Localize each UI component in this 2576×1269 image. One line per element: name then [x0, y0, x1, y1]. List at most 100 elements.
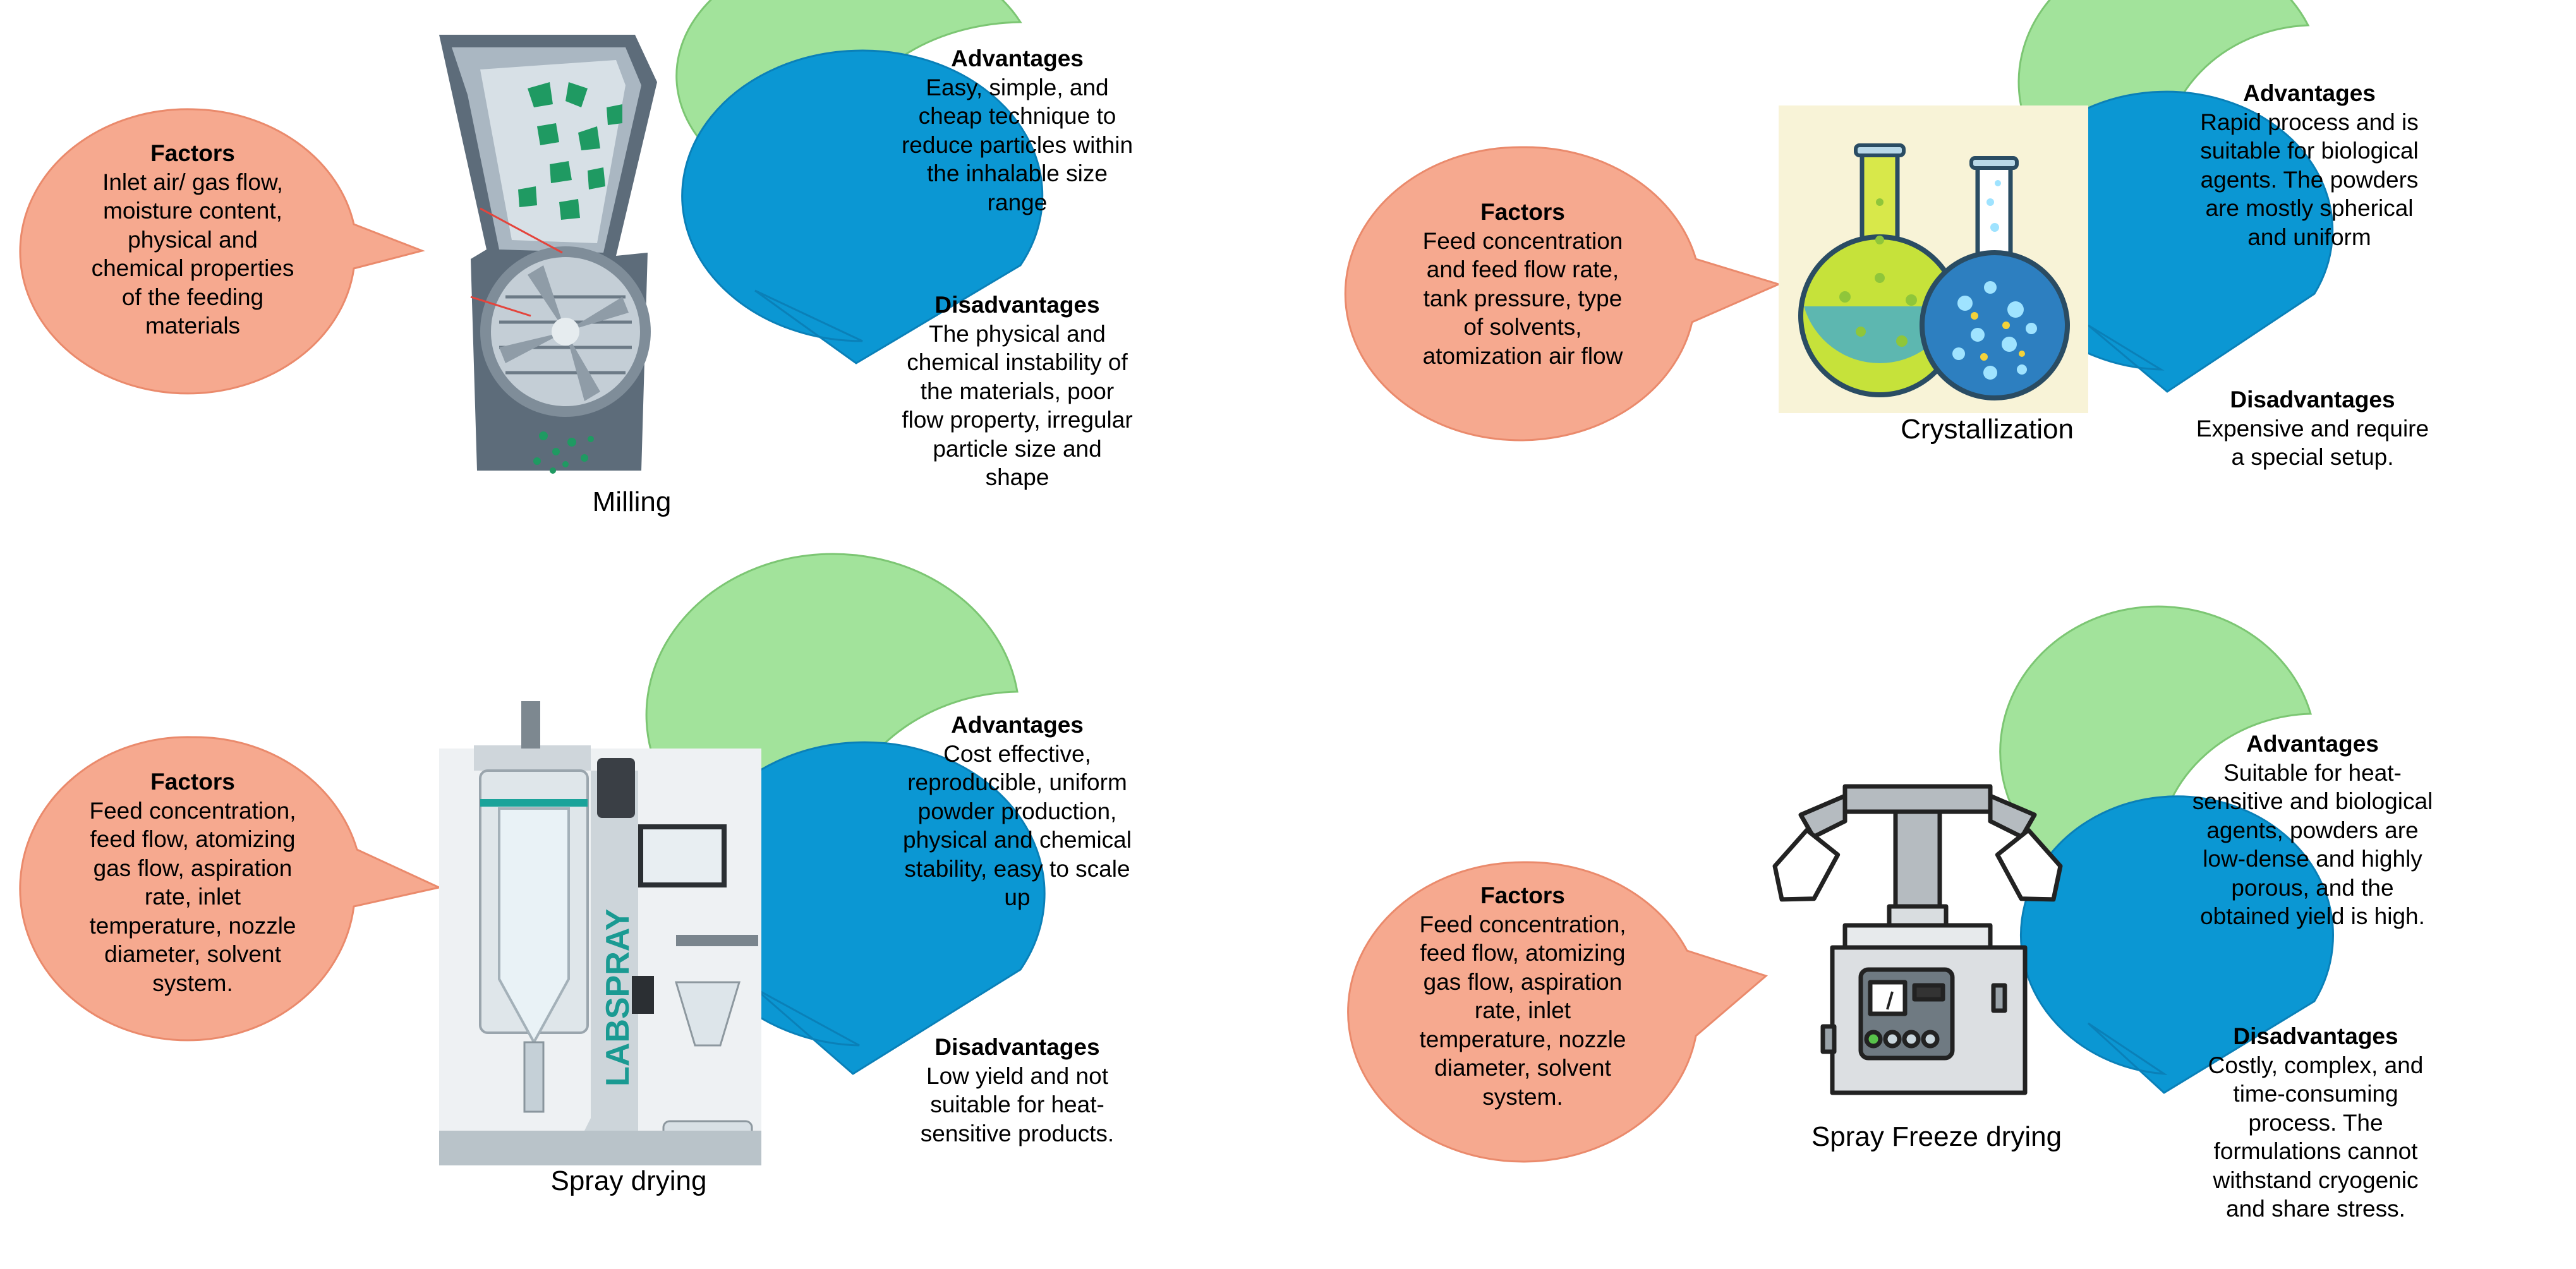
bubble-text-line: withstand cryogenic — [2213, 1167, 2419, 1193]
bubble-text-line: system. — [152, 970, 233, 996]
spray-drying-panel: LABSPRAY — [19, 553, 1046, 1165]
spray-freeze-drying-factors-text: Factors Feed concentration,feed flow, at… — [1358, 881, 1687, 1111]
bubble-text-line: tank pressure, type — [1423, 285, 1623, 311]
bubble-text-line: diameter, solvent — [1434, 1055, 1611, 1081]
bubble-text-line: shape — [985, 464, 1049, 490]
bubble-text-line: Cost effective, — [943, 740, 1091, 767]
freeze-dryer-icon — [1772, 784, 2063, 1095]
milling-caption: Milling — [592, 486, 672, 517]
milling-disadvantages-title: Disadvantages — [934, 292, 1100, 318]
milling-disadvantages-bubble — [681, 49, 1044, 364]
crystallization-panel — [1344, 0, 2334, 442]
bubble-text-line: Feed concentration, — [89, 797, 296, 824]
bubble-text-line: temperature, nozzle — [89, 912, 296, 939]
bubble-text-line: agents, powders are — [2206, 817, 2419, 843]
bubble-text-line: rate, inlet — [144, 884, 241, 910]
bubble-text-line: Inlet air/ gas flow, — [102, 169, 283, 195]
bubble-text-line: are mostly spherical — [2205, 195, 2414, 221]
bubble-text-line: the inhalable size — [927, 160, 1108, 186]
spray-drying-factors-body: Feed concentration,feed flow, atomizing g… — [38, 797, 348, 998]
spray-drying-disadvantages-text: Disadvantages Low yield and not suitable … — [847, 1033, 1188, 1148]
bubble-text-line: feed flow, atomizing — [1420, 940, 1626, 966]
bubble-text-line: rate, inlet — [1474, 997, 1571, 1023]
crystallization-factors-title: Factors — [1480, 199, 1565, 225]
spray-drying-disadvantages-title: Disadvantages — [934, 1034, 1100, 1060]
crystallization-caption: Crystallization — [1901, 414, 2074, 445]
spray-freeze-drying-caption: Spray Freeze drying — [1811, 1121, 2062, 1152]
bubble-text-line: gas flow, aspiration — [93, 855, 293, 881]
bubble-text-line: moisture content, — [103, 198, 282, 224]
bubble-text-line: The physical and — [929, 320, 1106, 347]
bubble-text-line: range — [987, 189, 1048, 215]
milling-factors-body: Inlet air/ gas flow,moisture content,phy… — [38, 168, 348, 340]
crystallization-advantages-body: Rapid process and is suitable for biologi… — [2161, 108, 2458, 252]
spray-freeze-drying-disadvantages-title: Disadvantages — [2233, 1023, 2398, 1049]
bubble-text-line: cheap technique to — [918, 103, 1116, 129]
bubble-text-line: chemical properties — [91, 255, 294, 281]
milling-machine-icon — [439, 35, 657, 474]
bubble-text-line: sensitive and biological — [2192, 788, 2433, 814]
crystallization-disadvantages-title: Disadvantages — [2230, 387, 2395, 412]
bubble-text-line: Expensive and require — [2196, 415, 2429, 442]
bubble-text-line: process. The — [2248, 1109, 2383, 1136]
bubble-text-line: of solvents, — [1463, 314, 1582, 340]
bubble-text-line: obtained yield is high. — [2200, 903, 2425, 929]
bubble-text-line: low-dense and highly — [2203, 846, 2422, 872]
bubble-text-line: reproducible, uniform — [907, 769, 1127, 795]
bubble-text-line: physical and chemical — [903, 827, 1132, 853]
spray-freeze-drying-advantages-text: Advantages Suitable for heat-sensitive a… — [2161, 730, 2464, 931]
bubble-text-line: Low yield and not — [926, 1062, 1108, 1089]
spray-drying-advantages-title: Advantages — [951, 712, 1084, 738]
bubble-text-line: Easy, simple, and — [926, 74, 1109, 100]
spray-drying-advantages-text: Advantages Cost effective,reproducible, … — [840, 711, 1194, 912]
spray-drying-factors-bubble — [19, 736, 442, 1042]
spray-drying-factors-title: Factors — [150, 769, 235, 795]
bubble-text-line: Feed concentration — [1422, 227, 1623, 254]
bubble-text-line: the materials, poor — [920, 378, 1115, 404]
spray-drying-caption: Spray drying — [550, 1165, 707, 1196]
bubble-text-line: up — [1004, 884, 1031, 910]
milling-advantages-text: Advantages Easy, simple, and cheap techni… — [847, 44, 1188, 217]
bubble-text-line: agents. The powders — [2200, 166, 2419, 193]
crystallization-advantages-title: Advantages — [2243, 80, 2376, 106]
spray-drying-disadvantages-body: Low yield and not suitable for heat-sensi… — [847, 1062, 1188, 1148]
bubble-text-line: porous, and the — [2231, 874, 2394, 901]
bubble-text-line: Rapid process and is — [2200, 109, 2419, 135]
spray-freeze-drying-advantages-body: Suitable for heat-sensitive and biologic… — [2161, 759, 2464, 931]
spray-freeze-drying-advantages-title: Advantages — [2246, 731, 2379, 757]
spray-freeze-drying-advantages-bubble — [1999, 605, 2312, 898]
bubble-text-line: formulations cannot — [2213, 1138, 2418, 1164]
bubble-text-line: stability, easy to scale — [904, 855, 1130, 882]
milling-panel — [19, 0, 1044, 474]
milling-factors-bubble — [19, 108, 425, 395]
bubble-text-line: temperature, nozzle — [1419, 1026, 1626, 1052]
bubble-text-line: reduce particles within — [901, 131, 1134, 158]
bubble-text-line: flow property, irregular — [902, 407, 1133, 433]
bubble-text-line: diameter, solvent — [104, 941, 281, 967]
spray-freeze-drying-disadvantages-bubble — [2019, 795, 2334, 1094]
bubble-text-line: sensitive products. — [920, 1120, 1115, 1146]
bubble-text-line: and share stress. — [2226, 1196, 2405, 1222]
bubble-text-line: suitable for heat- — [930, 1092, 1104, 1117]
spray-freeze-drying-factors-bubble — [1347, 861, 1769, 1163]
bubble-text-line: a special setup. — [2231, 444, 2394, 470]
spray-freeze-drying-factors-title: Factors — [1480, 882, 1565, 908]
bubble-text-line: suitable for biological — [2200, 138, 2419, 164]
spray-freeze-drying-panel — [1347, 605, 2334, 1163]
bubble-text-line: of the feeding — [121, 284, 264, 310]
bubble-text-line: materials — [145, 313, 241, 339]
crystallization-factors-bubble — [1344, 146, 1782, 442]
milling-advantages-title: Advantages — [951, 45, 1084, 71]
bubble-text-line: feed flow, atomizing — [90, 826, 296, 852]
